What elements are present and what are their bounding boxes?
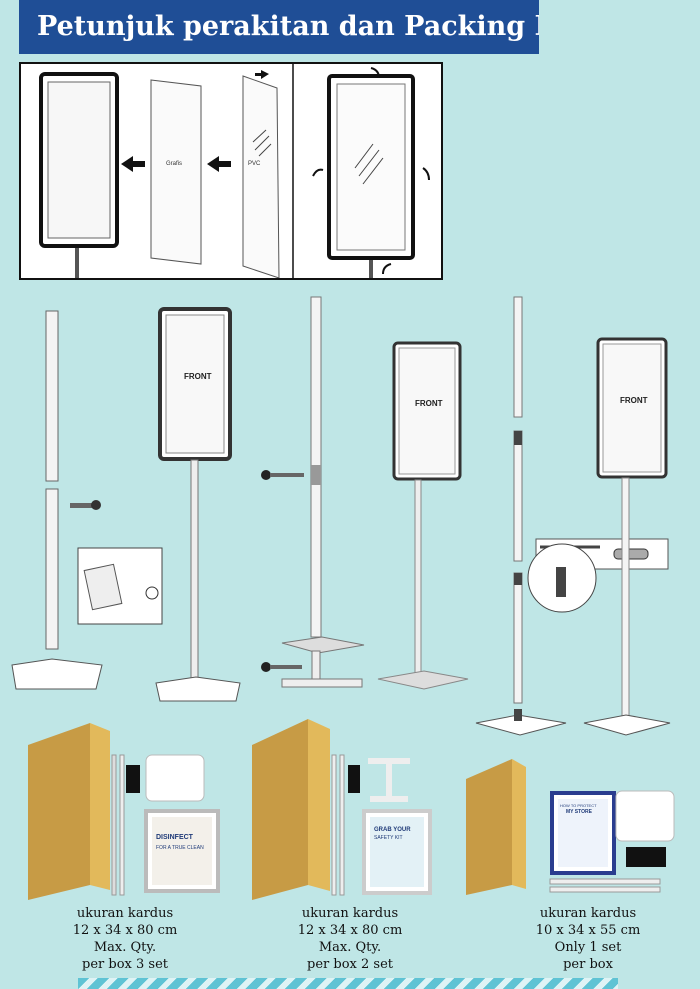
stand-1-parts	[11, 310, 163, 690]
rotate-arrow-icon	[370, 67, 380, 79]
kit-1-qty-value: per box 3 set	[82, 957, 168, 972]
kit-2: GRAB YOUR SAFETY KIT	[252, 715, 452, 900]
kit-3-qty-value: per box	[563, 957, 613, 972]
pvc-label: PVC	[248, 161, 261, 167]
stand-3-parts	[475, 296, 669, 736]
kit-1-poster-line1: DISINFECT	[156, 834, 194, 841]
stand-1: FRONT	[155, 307, 241, 702]
kit-3-poster-line1: HOW TO PROTECT	[560, 803, 597, 808]
kit-2-box-label: ukuran kardus	[301, 906, 399, 921]
kit-2-box-size: 12 x 34 x 80 cm	[297, 923, 403, 938]
kit-3-qty-label: Only 1 set	[554, 940, 622, 955]
kit-1-qty-label: Max. Qty.	[93, 940, 157, 955]
stand-3: FRONT	[583, 337, 671, 736]
rotate-arrow-icon	[312, 168, 324, 177]
kit-3-box-size: 10 x 34 x 55 cm	[535, 923, 641, 938]
arrow-left-icon	[207, 156, 231, 172]
page-title: Petunjuk perakitan dan Packing List	[19, 0, 539, 54]
rotate-arrow-icon	[422, 167, 430, 181]
screw-icon	[145, 586, 159, 600]
kit-3-caption: ukuran kardus 10 x 34 x 55 cm Only 1 set…	[508, 905, 668, 973]
stand-2: FRONT	[377, 341, 469, 690]
kit-3-poster-line2: MY STORE	[566, 809, 593, 815]
kit-2-poster-line1: GRAB YOUR	[374, 827, 411, 833]
kit-1-caption: ukuran kardus 12 x 34 x 80 cm Max. Qty. …	[45, 905, 205, 973]
kit-1: DISINFECT FOR A TRUE CLEAN	[28, 715, 228, 900]
kit-2-qty-label: Max. Qty.	[318, 940, 382, 955]
kit-1-box-label: ukuran kardus	[76, 906, 174, 921]
rotate-arrow-icon	[382, 263, 392, 275]
graphic-label: Grafis	[166, 161, 182, 167]
kit-2-poster-line2: SAFETY KIT	[374, 835, 403, 841]
arrow-left-icon	[121, 156, 145, 172]
kit-3-box-label: ukuran kardus	[539, 906, 637, 921]
kit-1-box-size: 12 x 34 x 80 cm	[72, 923, 178, 938]
kit-3: HOW TO PROTECT MY STORE	[466, 755, 686, 900]
screwdriver-icon	[261, 470, 304, 480]
kit-1-poster-line2: FOR A TRUE CLEAN	[156, 845, 204, 851]
arrow-right-icon	[255, 70, 269, 79]
assembly-diagram: Grafis PVC	[19, 62, 443, 280]
stand-1-label: FRONT	[184, 372, 212, 381]
stand-3-label: FRONT	[620, 396, 648, 405]
assembly-illustration: Grafis PVC	[39, 64, 430, 279]
stand-2-label: FRONT	[415, 399, 443, 408]
kit-2-qty-value: per box 2 set	[307, 957, 393, 972]
screwdriver-icon	[613, 548, 649, 560]
decorative-stripe	[78, 978, 618, 989]
stands-illustration: FRONT FRONT FRONT	[11, 296, 671, 736]
stand-2-parts	[261, 296, 365, 688]
screwdriver-icon	[70, 500, 101, 510]
screwdriver-icon	[261, 662, 302, 672]
kit-2-caption: ukuran kardus 12 x 34 x 80 cm Max. Qty. …	[270, 905, 430, 973]
